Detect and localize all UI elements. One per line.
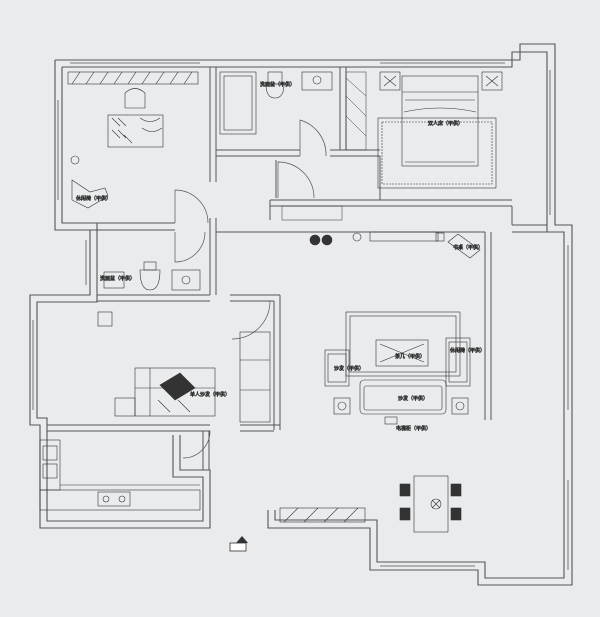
bedroom-desk-label: 书桌（甲供） bbox=[453, 244, 483, 251]
hallway-decor: 书桌（甲供） bbox=[309, 231, 483, 259]
master-bed-label: 双人床（甲供） bbox=[428, 120, 463, 127]
sofa-bottom-label: 沙发（甲供） bbox=[398, 395, 428, 402]
tea-table-label: 茶几（甲供） bbox=[395, 353, 425, 360]
master-bedroom: 双人床（甲供） bbox=[377, 71, 503, 189]
bathroom-fixtures-label: 洗面盆（甲供） bbox=[260, 81, 295, 88]
powder-room: 洗面盆（甲供） bbox=[100, 261, 201, 291]
study-room: 休闲椅（甲供） bbox=[67, 71, 199, 209]
second-bedroom: 单人沙发（甲供） bbox=[97, 311, 271, 423]
tv-cabinet-label: 电视柜（甲供） bbox=[396, 425, 431, 432]
closet bbox=[281, 71, 367, 221]
windows bbox=[32, 62, 569, 570]
kitchen bbox=[39, 439, 201, 511]
sofa-single-label: 单人沙发（甲供） bbox=[190, 391, 230, 398]
dining-area bbox=[399, 475, 462, 533]
master-bathroom: 洗面盆（甲供） bbox=[219, 71, 333, 135]
entrance-cabinet bbox=[279, 507, 366, 523]
entrance-arrow-icon bbox=[229, 536, 248, 552]
sofa-label: 沙发（甲供） bbox=[334, 365, 364, 372]
study-chair-label: 休闲椅（甲供） bbox=[76, 195, 111, 202]
living-room: 茶几（甲供） 沙发（甲供） 休闲椅（甲供） 沙发（甲供） 电视柜（甲供） bbox=[324, 311, 485, 432]
armchair-label: 休闲椅（甲供） bbox=[450, 347, 485, 354]
powder-room-label: 洗面盆（甲供） bbox=[100, 275, 135, 282]
door-swings bbox=[174, 119, 327, 459]
